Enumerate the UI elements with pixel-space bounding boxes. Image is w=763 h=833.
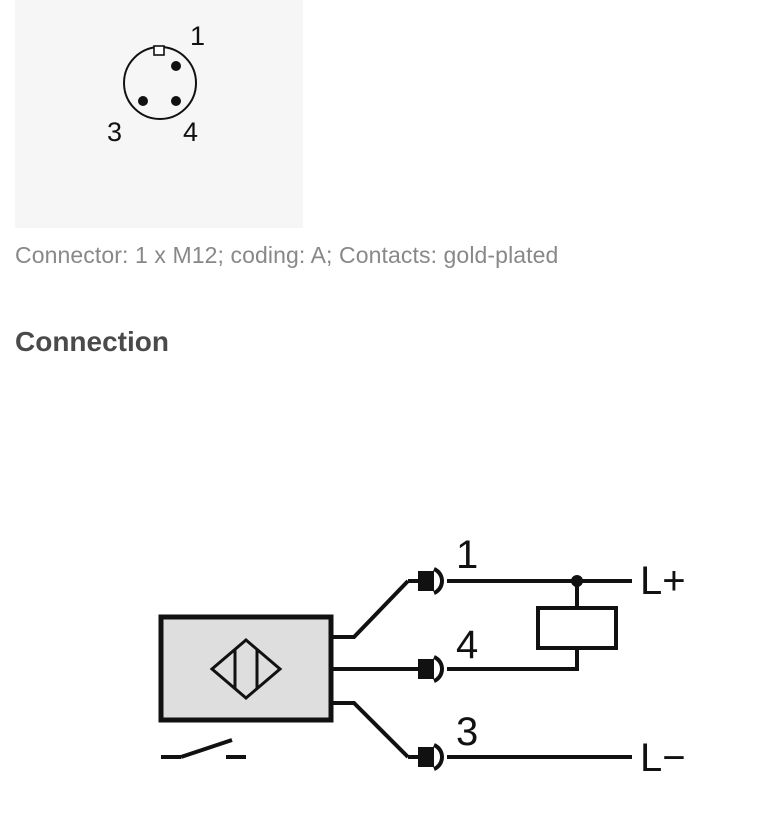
load-bottom-lead <box>447 648 579 671</box>
load-symbol <box>536 606 618 650</box>
pin-4-label: 4 <box>183 117 198 147</box>
m12-connector-face: 1 3 4 <box>107 21 205 147</box>
wire-1-connector <box>408 567 444 595</box>
wire-3-lead <box>331 701 410 759</box>
section-heading-connection: Connection <box>15 326 169 357</box>
supply-positive-label: L+ <box>640 559 686 603</box>
wire-3-connector <box>408 743 444 771</box>
inductive-sensor-symbol <box>209 638 283 700</box>
pin-1-label: 1 <box>190 21 205 51</box>
connector-pinout-diagram: 1 3 4 <box>15 0 303 228</box>
connector-caption: Connector: 1 x M12; coding: A; Contacts:… <box>15 242 559 268</box>
wire-4-connector <box>418 655 444 683</box>
wire-1-label: 1 <box>456 533 478 577</box>
normally-open-switch-symbol <box>161 738 246 759</box>
pin-3-dot <box>138 96 148 106</box>
coding-key <box>153 45 165 56</box>
wire-4-label: 4 <box>456 623 478 667</box>
pin-1-dot <box>171 61 181 71</box>
wire-1-lead <box>331 579 410 639</box>
pin-3-label: 3 <box>107 117 122 147</box>
pin-4-dot <box>171 96 181 106</box>
supply-negative-label: L− <box>640 736 686 780</box>
sensor-body <box>158 614 334 723</box>
wire-3-label: 3 <box>456 710 478 754</box>
